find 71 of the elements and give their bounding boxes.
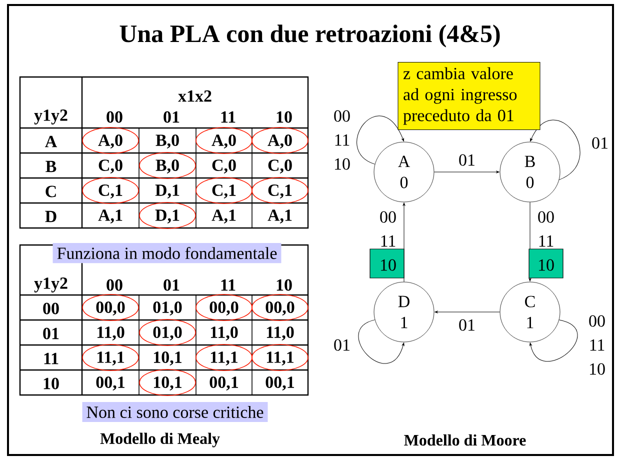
table-cell: A,1 (212, 210, 236, 224)
column-label: 10 (276, 111, 292, 123)
table-cell: C,1 (212, 184, 236, 198)
table-cell: 00,1 (210, 376, 238, 390)
row-label: 10 (44, 378, 59, 390)
table-cell: 00,1 (266, 376, 294, 390)
table-cell: D,1 (155, 184, 180, 198)
row-label: 11 (44, 352, 58, 364)
arrow (434, 170, 500, 174)
column-label: 01 (164, 279, 180, 291)
arrow (356, 116, 404, 164)
table-cell: 01,0 (153, 302, 182, 316)
row-label: A (45, 136, 58, 148)
arrow (358, 320, 404, 364)
edge-label: 00 11 10 (380, 211, 396, 271)
column-label: 00 (106, 111, 122, 123)
table-cell: 11,0 (210, 326, 238, 340)
row-label: 01 (43, 328, 59, 340)
row-label: D (45, 210, 56, 222)
edge-label: 01 (592, 137, 608, 149)
edge-label: 01 (334, 339, 350, 351)
table-cell: 00,0 (96, 302, 125, 316)
table-cell: 10,1 (154, 352, 182, 366)
table-cell: A,0 (212, 134, 236, 148)
table-cell: 11,1 (266, 352, 294, 366)
table-cell: 00,0 (266, 302, 294, 316)
table-cell: B,0 (156, 160, 179, 174)
caption: Modello di Moore (404, 434, 526, 446)
row-label: C (46, 186, 56, 198)
table-cell: B,0 (156, 134, 179, 148)
note-banner: Funziona in modo fondamentale (52, 242, 282, 264)
row-label: B (46, 160, 56, 172)
column-label: 10 (276, 279, 292, 291)
table-cell: D,1 (155, 210, 180, 224)
note-banner: Non ci sono corse critiche (82, 402, 268, 422)
table-cell: C,0 (212, 160, 236, 174)
table-cell: C,1 (98, 184, 122, 198)
table-cell: A,1 (98, 210, 122, 224)
table-cell: C,0 (268, 160, 292, 174)
table-cell: A,0 (98, 134, 122, 148)
table-cell: 11,0 (97, 326, 124, 340)
table-cell: 11,1 (210, 352, 238, 366)
row-heading: y1y2 (34, 110, 68, 124)
arrow (434, 310, 500, 314)
table-cell: A,0 (268, 134, 292, 148)
column-label: 11 (221, 279, 236, 291)
table-cell: A,1 (268, 210, 292, 224)
arrow (530, 120, 580, 180)
row-label: 00 (43, 302, 59, 314)
caption: Modello di Mealy (100, 432, 220, 448)
slide-title: Una PLA con due retroazioni (4&5) (120, 24, 500, 48)
table-cell: C,0 (98, 160, 122, 174)
row-heading: y1y2 (34, 278, 68, 292)
column-heading: x1x2 (178, 90, 212, 102)
table-cell: C,1 (268, 184, 292, 198)
table-cell: 10,1 (154, 376, 182, 390)
table-cell: 00,0 (210, 302, 238, 316)
arrow (530, 320, 578, 362)
table-cell: 00,1 (96, 376, 124, 390)
edge-label: 00 11 10 (334, 110, 350, 170)
edge-label: 01 (459, 319, 474, 331)
column-label: 00 (106, 279, 122, 291)
table-cell: 11,0 (266, 326, 294, 340)
edge-label: 01 (459, 154, 474, 166)
column-label: 01 (164, 111, 180, 123)
table-cell: 11,1 (97, 352, 124, 366)
column-label: 11 (221, 111, 236, 123)
edge-label: 00 11 10 (589, 315, 605, 375)
note-box: z cambia valore ad ogni ingresso preceduto da 01 (398, 62, 540, 130)
edge-label: 00 11 10 (538, 211, 554, 271)
table-cell: 01,0 (153, 326, 182, 340)
